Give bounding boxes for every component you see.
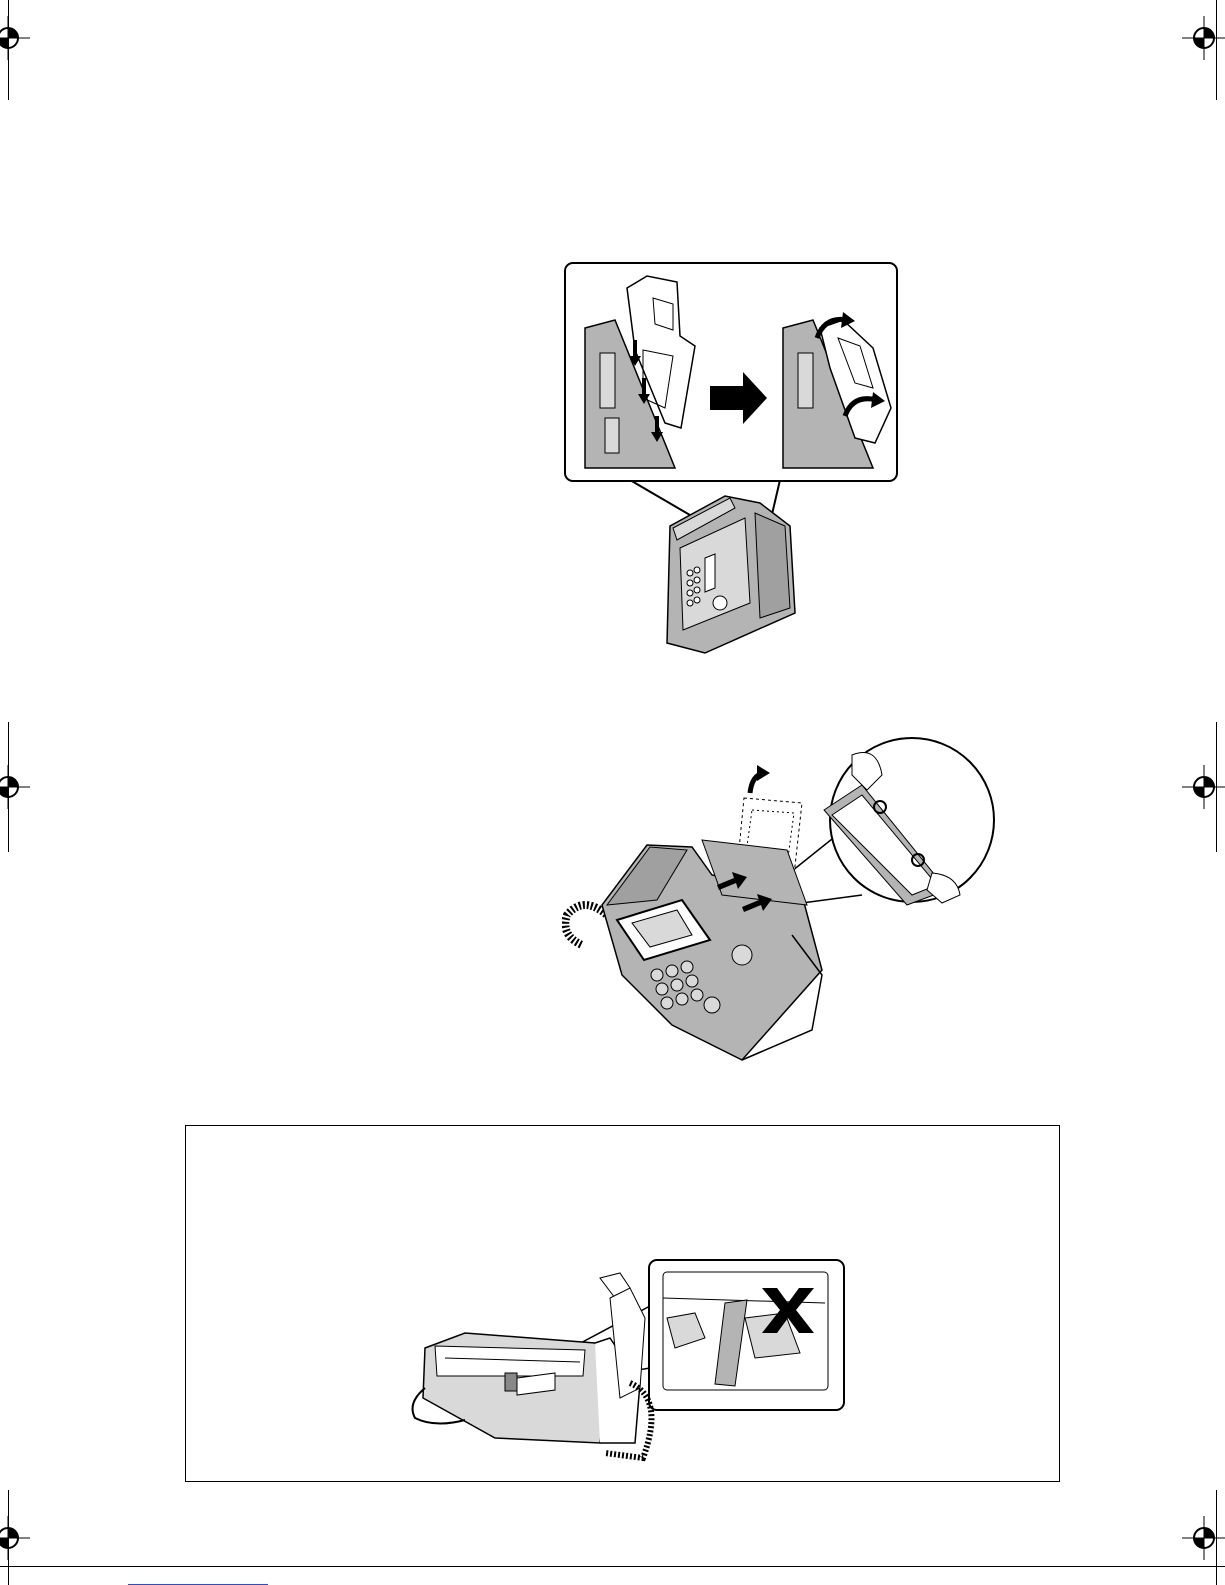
- footer-rule: [0, 1566, 1225, 1567]
- crop-mark: [1216, 1490, 1217, 1585]
- crop-mark: [8, 722, 9, 852]
- registration-mark-middle-right: [1174, 757, 1225, 817]
- crop-mark: [8, 0, 9, 100]
- registration-mark-bottom-right: [1174, 1508, 1225, 1568]
- crop-mark: [8, 1490, 9, 1585]
- fax-paper-tray-attach-illustration: [555, 258, 905, 658]
- fax-release-lever-warning-illustration: [405, 1258, 850, 1463]
- crop-mark: [1216, 722, 1217, 852]
- crop-mark: [1216, 0, 1217, 100]
- registration-mark-top-right: [1174, 8, 1225, 68]
- registration-mark-middle-left: [0, 757, 38, 817]
- registration-mark-bottom-left: [0, 1508, 38, 1568]
- registration-mark-top-left: [0, 8, 38, 68]
- fax-load-paper-illustration: [562, 735, 997, 1070]
